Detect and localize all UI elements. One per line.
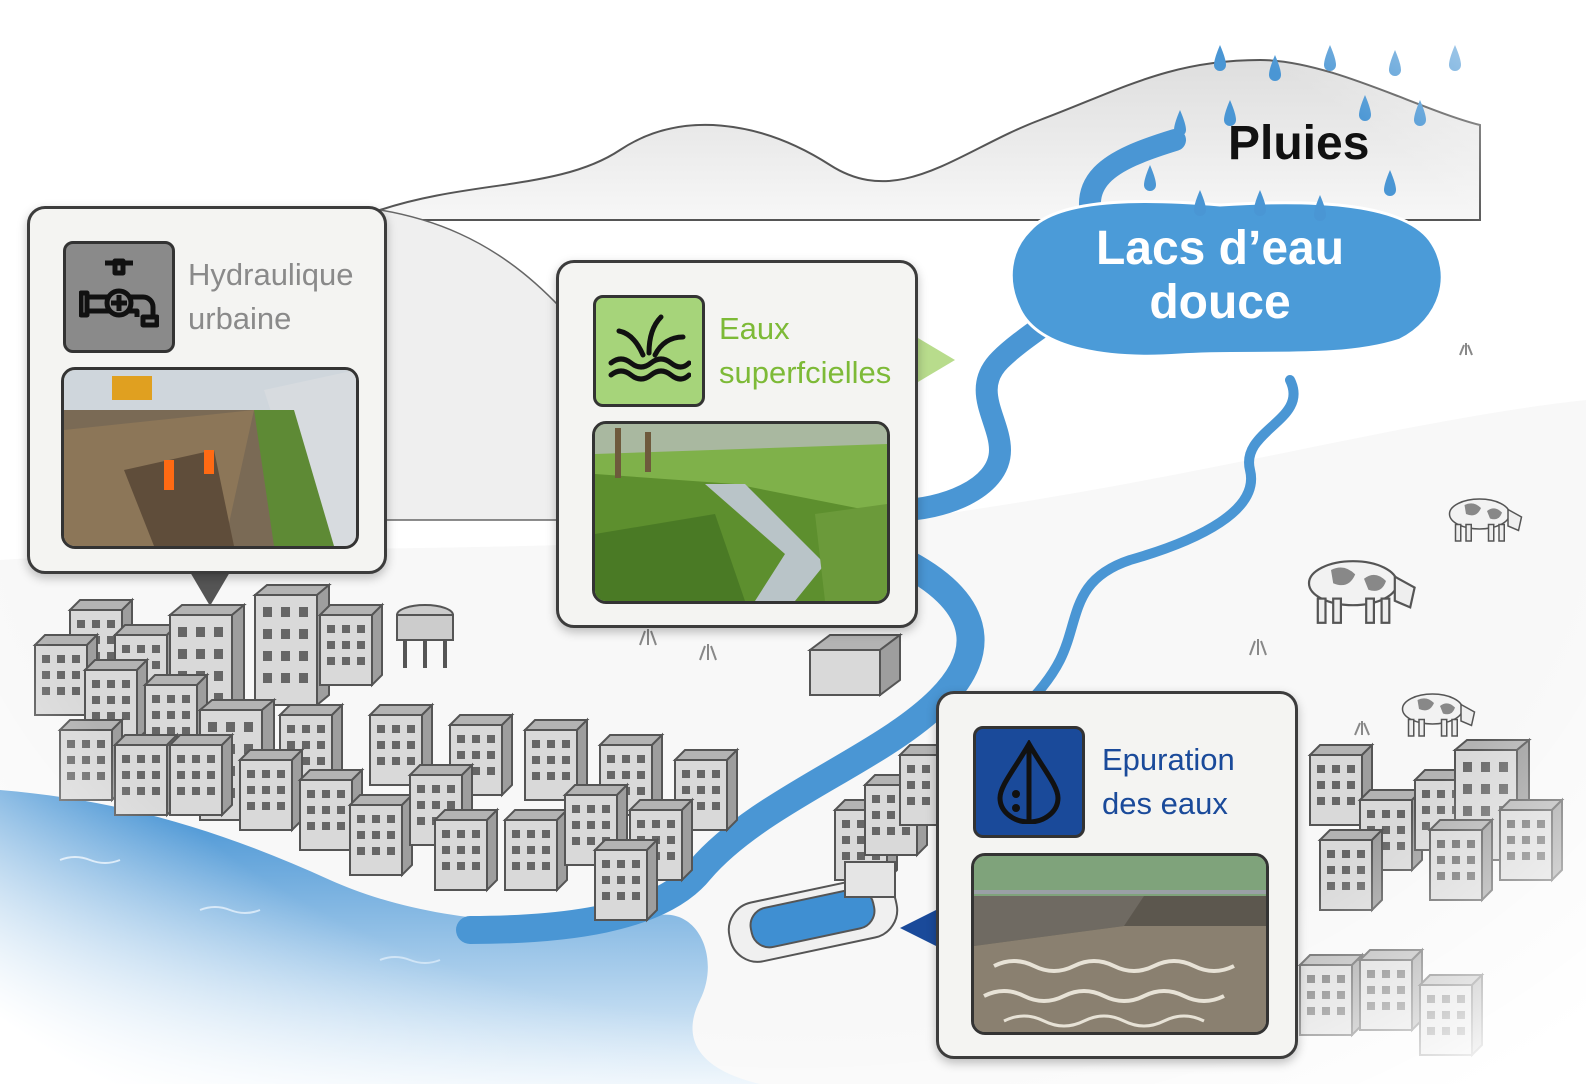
surface-title-line2: superfcielles: [719, 355, 892, 390]
treatment-icon-box: [973, 726, 1085, 838]
surface-icon-box: [593, 295, 705, 407]
urban-photo: [61, 367, 359, 549]
surface-title-line1: Eaux: [719, 311, 790, 346]
rain-label: Pluies: [1228, 117, 1370, 170]
urban-title: Hydraulique urbaine: [188, 253, 353, 341]
water-drop-icon: [997, 740, 1061, 824]
surface-callout-pointer: [918, 338, 955, 382]
treatment-title: Epuration des eaux: [1102, 738, 1235, 826]
surface-photo: [592, 421, 890, 604]
urban-icon-box: [63, 241, 175, 353]
treatment-callout-pointer: [900, 908, 940, 948]
lake-label: Lacs d’eau douce: [1095, 222, 1345, 329]
water-treatment-callout: Epuration des eaux: [936, 691, 1298, 1059]
faucet-icon: [79, 258, 159, 328]
treatment-title-line2: des eaux: [1102, 786, 1228, 821]
treatment-photo: [971, 853, 1269, 1035]
urban-title-line1: Hydraulique: [188, 257, 354, 292]
surface-water-callout: Eaux superfcielles: [556, 260, 918, 628]
urban-hydraulics-callout: Hydraulique urbaine: [27, 206, 387, 574]
water-grass-icon: [608, 314, 691, 382]
surface-title: Eaux superfcielles: [719, 307, 891, 395]
urban-title-line2: urbaine: [188, 301, 292, 336]
treatment-title-line1: Epuration: [1102, 742, 1235, 777]
water-tower: [396, 604, 454, 668]
small-house: [807, 633, 903, 697]
urban-callout-pointer: [190, 572, 230, 606]
